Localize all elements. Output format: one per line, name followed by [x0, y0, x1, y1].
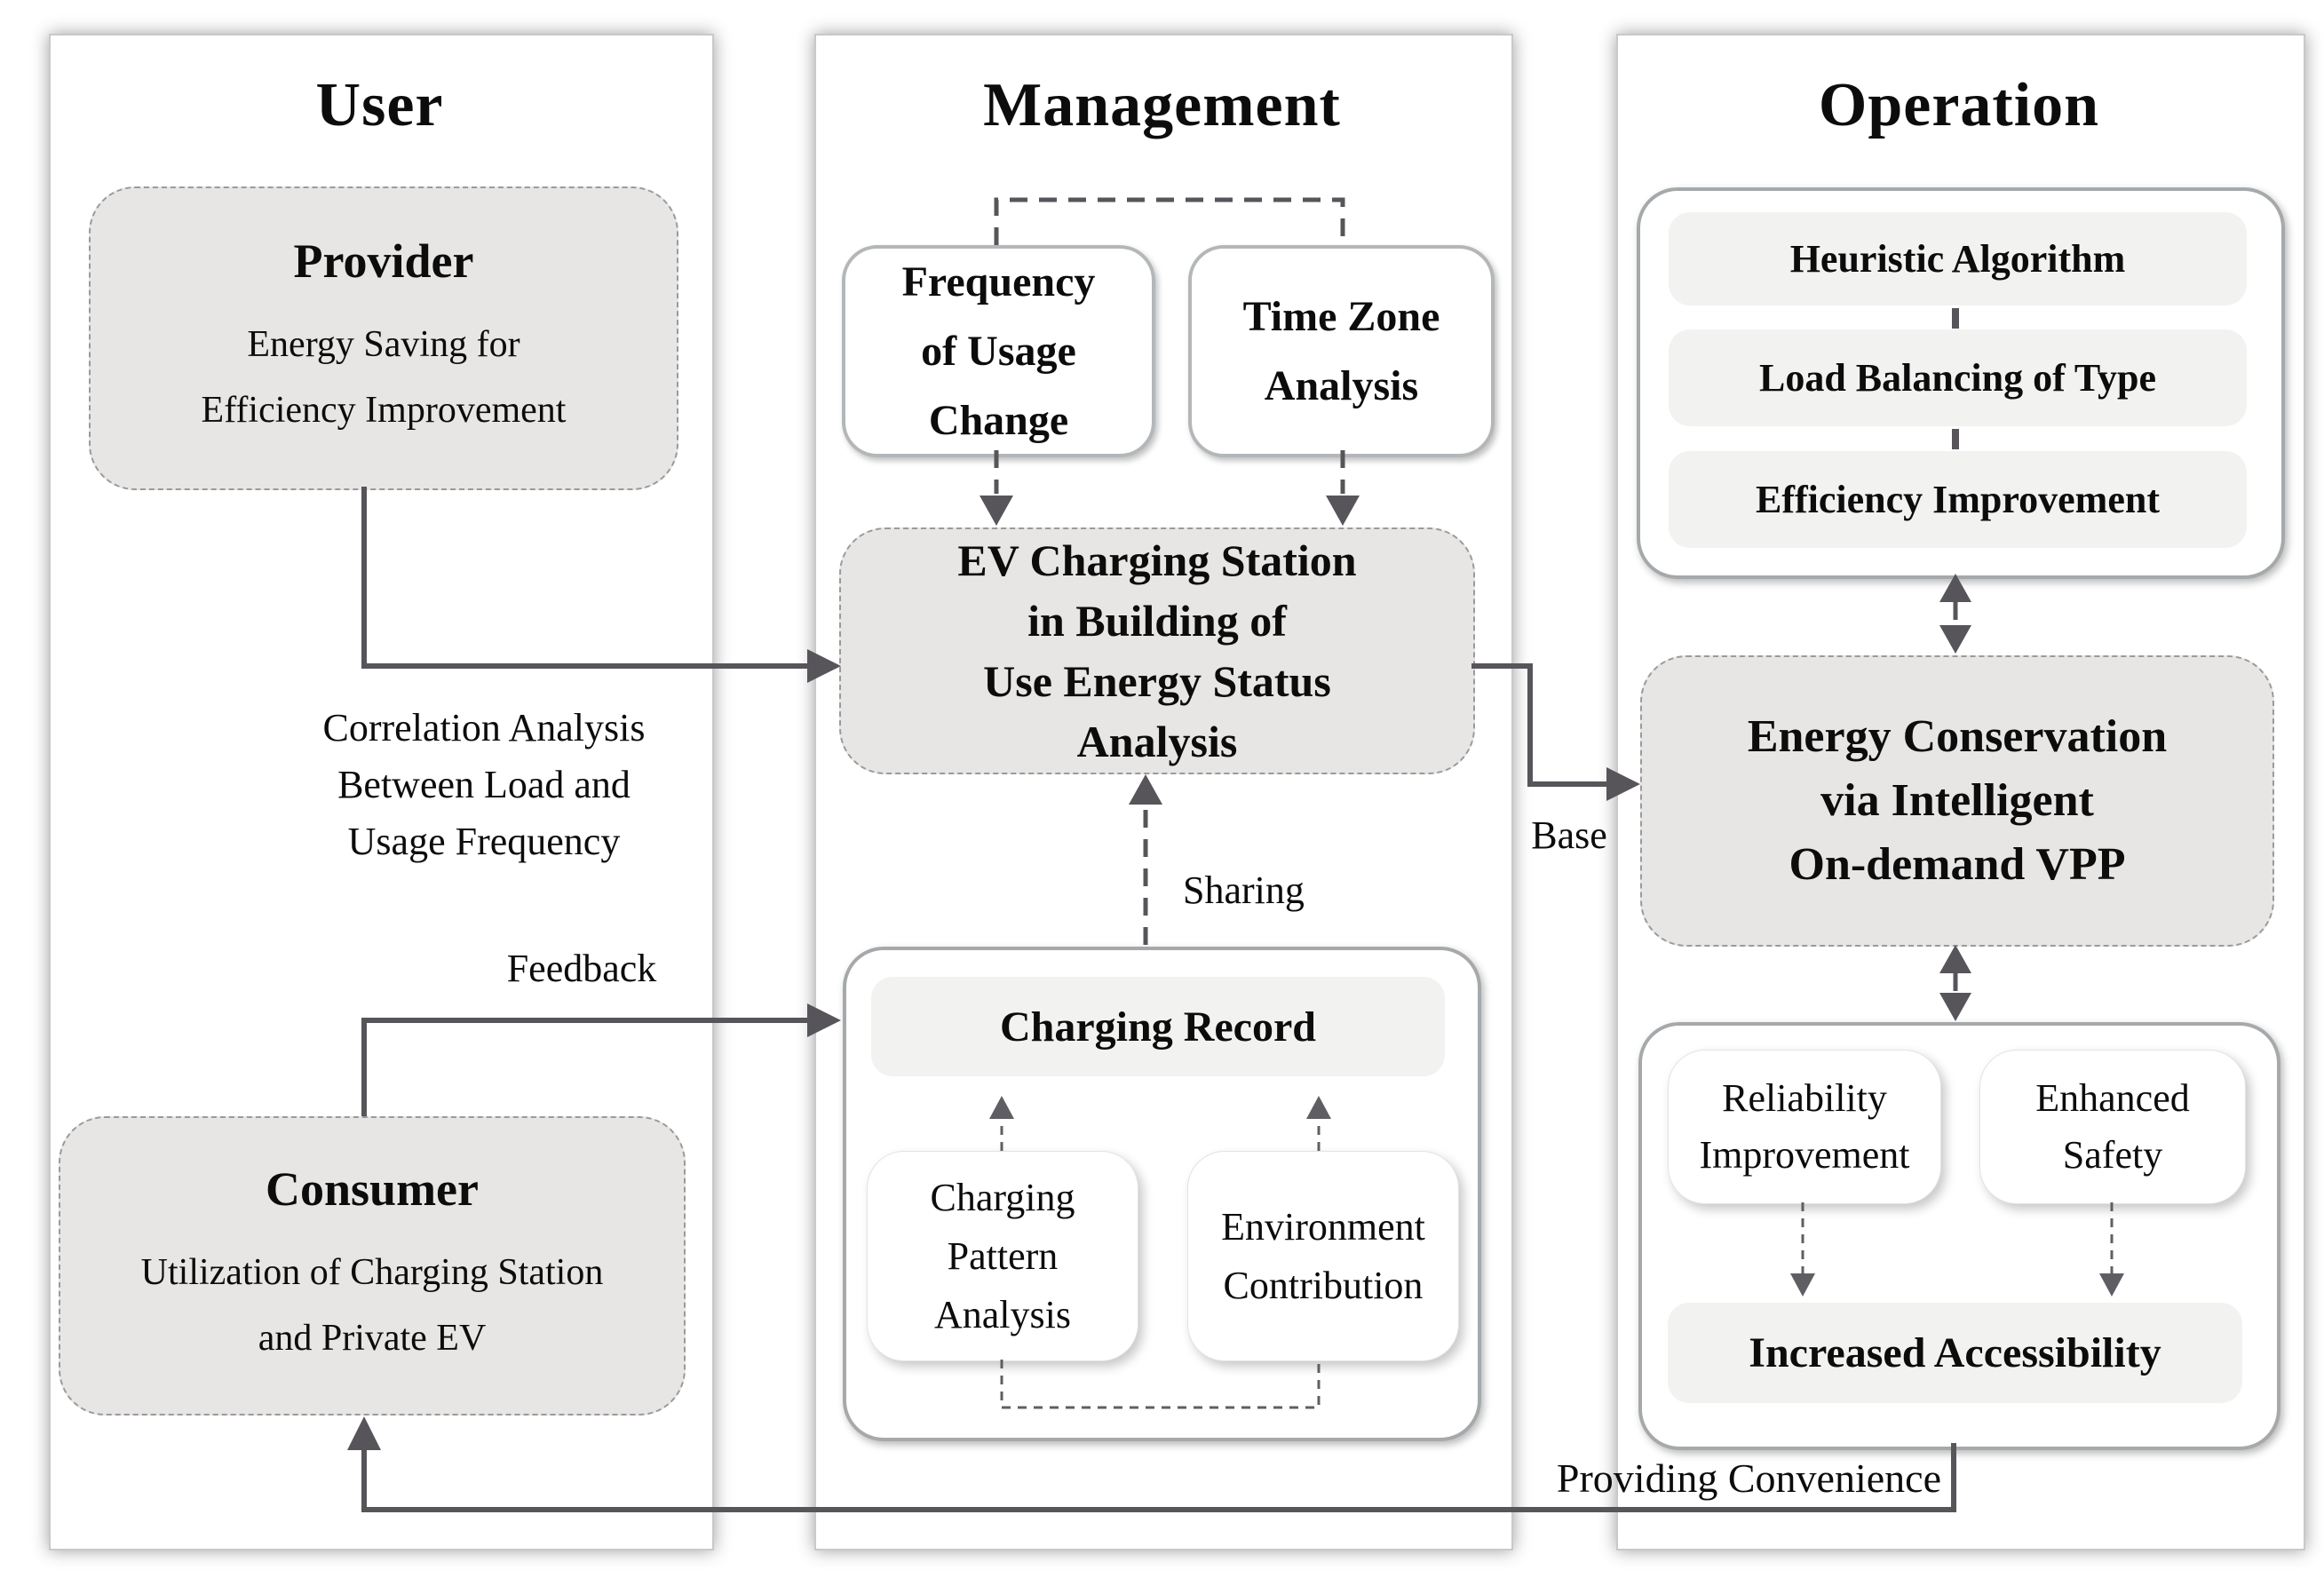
- consumer-body: Utilization of Charging Station and Priv…: [140, 1251, 604, 1359]
- management-column-title: Management: [983, 71, 1341, 139]
- charging-record-bar: Charging Record: [871, 977, 1445, 1076]
- user-column-title: User: [315, 71, 444, 139]
- base-label: Base: [1531, 813, 1607, 857]
- correlation-analysis-label: Correlation Analysis Between Load and Us…: [322, 706, 646, 863]
- provider-box: Provider Energy Saving for Efficiency Im…: [89, 186, 678, 490]
- ev-charging-station-box: EV Charging Station in Building of Use E…: [839, 527, 1475, 774]
- providing-convenience-label: Providing Convenience: [1556, 1455, 1941, 1501]
- operation-column-title: Operation: [1818, 71, 2100, 139]
- provider-body: Energy Saving for Efficiency Improvement: [201, 324, 567, 431]
- sharing-label: Sharing: [1183, 868, 1305, 912]
- charging-pattern-box: Charging Pattern Analysis: [867, 1151, 1138, 1361]
- feedback-label: Feedback: [506, 946, 657, 990]
- time-zone-analysis-box: Time Zone Analysis: [1188, 245, 1495, 457]
- consumer-box: Consumer Utilization of Charging Station…: [59, 1116, 686, 1416]
- load-balancing-bar: Load Balancing of Type: [1669, 329, 2247, 426]
- consumer-title: Consumer: [266, 1162, 479, 1216]
- frequency-of-usage-box: Frequency of Usage Change: [842, 245, 1155, 457]
- provider-title: Provider: [293, 234, 474, 288]
- increased-accessibility-bar: Increased Accessibility: [1668, 1303, 2242, 1403]
- energy-conservation-box: Energy Conservation via Intelligent On-d…: [1640, 655, 2274, 947]
- reliability-improvement-box: Reliability Improvement: [1668, 1050, 1941, 1204]
- efficiency-improvement-bar: Efficiency Improvement: [1669, 451, 2247, 548]
- heuristic-algorithm-bar: Heuristic Algorithm: [1669, 212, 2247, 305]
- enhanced-safety-box: Enhanced Safety: [1979, 1050, 2246, 1204]
- environment-contribution-box: Environment Contribution: [1187, 1151, 1459, 1361]
